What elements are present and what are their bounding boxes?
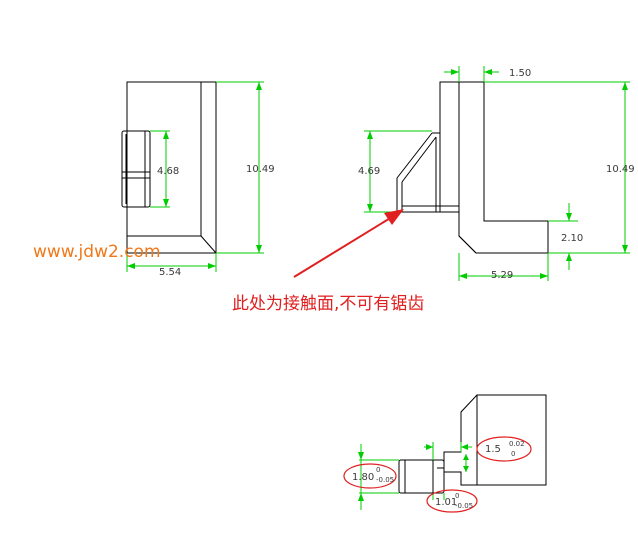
view2-height-dim: 10.49 (606, 164, 635, 175)
view2-outline (439, 81, 549, 254)
view1-width-dim: 5.54 (159, 267, 181, 278)
view3-tab (398, 459, 445, 494)
tolerance-3-ellipse (426, 489, 478, 513)
view1-height-dim: 10.49 (246, 164, 275, 175)
tolerance-1-nominal: 1.80 (352, 472, 374, 483)
view1-slot-dim: 4.68 (157, 166, 179, 177)
watermark: www.jdw2.com (33, 242, 161, 262)
tolerance-2-lower: 0 (511, 450, 515, 458)
annotation-arrow (293, 209, 404, 278)
tolerance-3-upper: 0 (455, 492, 459, 500)
tolerance-3-lower: -0.05 (455, 502, 473, 510)
tolerance-1-lower: -0.05 (376, 476, 394, 484)
view2-top-dim: 1.50 (509, 68, 531, 79)
tolerance-2-ellipse (476, 436, 532, 462)
tolerance-1-upper: 0 (376, 466, 380, 474)
view-2: 1.50 10.49 4.69 2.10 5.29 (358, 66, 635, 281)
tolerance-1-ellipse (343, 463, 397, 489)
tolerance-3-nominal: 1.01 (435, 497, 457, 508)
annotation-note: 此处为接触面,不可有锯齿 (232, 294, 424, 314)
view2-width-dim: 5.29 (491, 270, 513, 281)
view-1: 10.49 4.68 5.54 (121, 81, 275, 278)
view1-outline (126, 81, 217, 254)
view3-outline (443, 394, 547, 486)
tolerance-2-upper: 0.02 (509, 440, 525, 448)
view1-slot (121, 130, 151, 208)
view2-step-dim: 2.10 (561, 233, 583, 244)
view2-slot-dim: 4.69 (358, 166, 380, 177)
view-3: 1.80 0 -0.05 1.5 0.02 0 1.01 0 -0.05 (343, 394, 547, 513)
tolerance-2-nominal: 1.5 (485, 444, 501, 455)
